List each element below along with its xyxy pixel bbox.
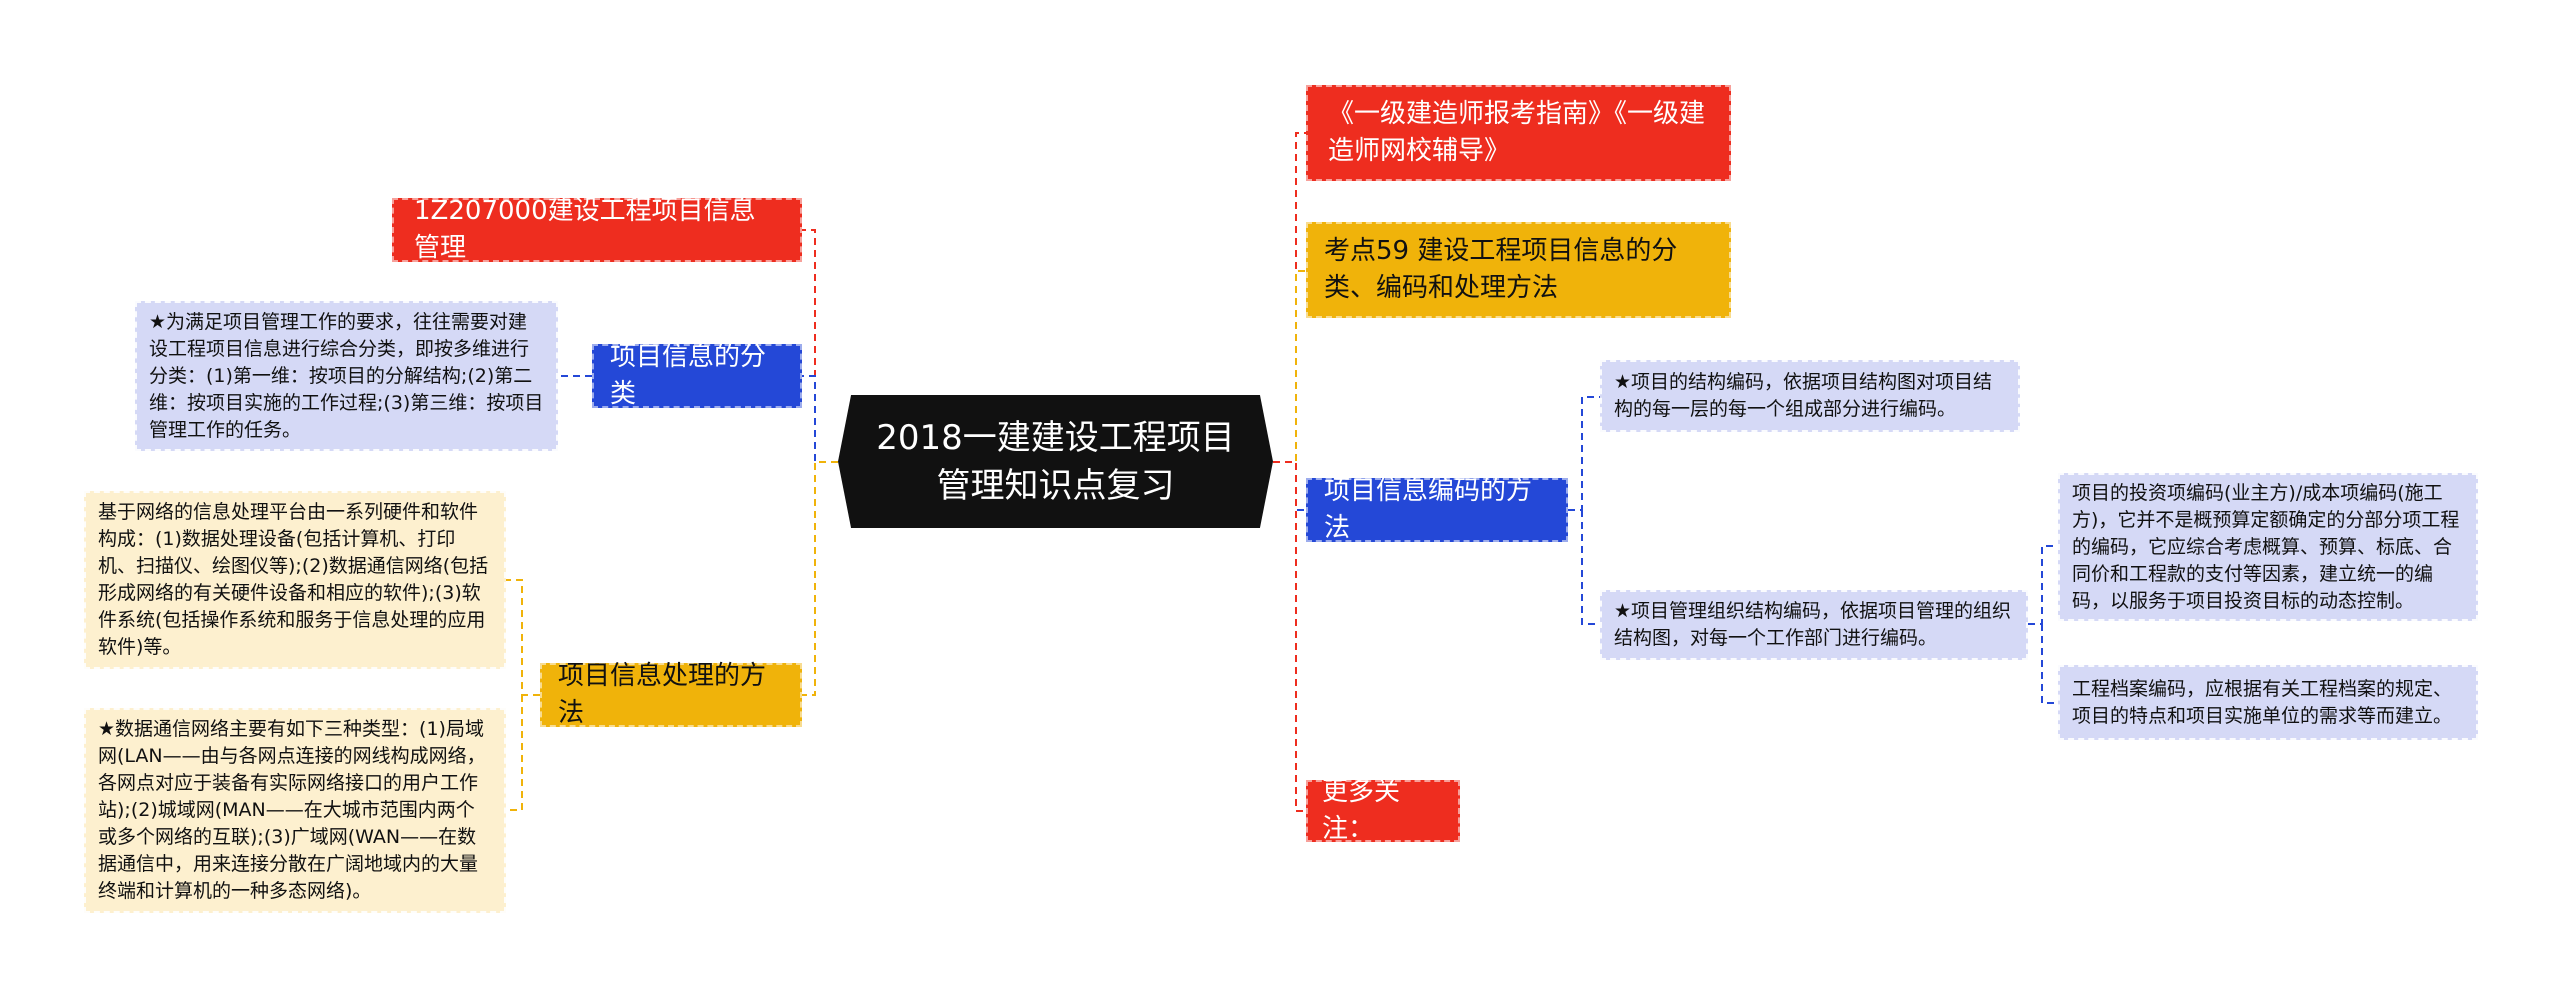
note-structure-coding[interactable]: ★项目的结构编码，依据项目结构图对项目结构的每一层的每一个组成部分进行编码。 (1600, 360, 2020, 432)
note-investment-coding-text: 项目的投资项编码(业主方)/成本项编码(施工方)，它并不是概预算定额确定的分部分… (2072, 481, 2460, 612)
connector-center-r4 (1273, 461, 1306, 812)
node-info-classification[interactable]: 项目信息的分类 (592, 342, 802, 409)
central-topic-label: 2018一建建设工程项目管理知识点复习 (876, 417, 1235, 506)
node-info-management-label: 1Z207000建设工程项目信息管理 (414, 196, 756, 263)
note-organization-coding-text: ★项目管理组织结构编码，依据项目管理的组织结构图，对每一个工作部门进行编码。 (1614, 600, 2012, 649)
note-organization-coding[interactable]: ★项目管理组织结构编码，依据项目管理的组织结构图，对每一个工作部门进行编码。 (1600, 590, 2028, 660)
node-info-coding-label: 项目信息编码的方法 (1324, 476, 1533, 543)
node-exam-guide[interactable]: 《一级建造师报考指南》《一级建造师网校辅导》 (1306, 85, 1731, 181)
connector-center-r2 (1273, 270, 1306, 463)
node-exam-point-59-label: 考点59 建设工程项目信息的分类、编码和处理方法 (1324, 236, 1678, 303)
node-info-processing-label: 项目信息处理的方法 (558, 661, 767, 728)
central-topic[interactable]: 2018一建建设工程项目管理知识点复习 (838, 395, 1273, 528)
node-info-processing[interactable]: 项目信息处理的方法 (540, 661, 802, 728)
node-exam-guide-label: 《一级建造师报考指南》《一级建造师网校辅导》 (1328, 99, 1706, 166)
connector-center-r1 (1273, 132, 1306, 463)
note-archive-coding[interactable]: 工程档案编码，应根据有关工程档案的规定、项目的特点和项目实施单位的需求等而建立。 (2058, 665, 2478, 740)
node-info-management[interactable]: 1Z207000建设工程项目信息管理 (392, 196, 802, 263)
connector-center-r3 (1273, 461, 1306, 511)
connector-center-b3 (788, 461, 838, 696)
node-more-attention[interactable]: 更多关注： (1306, 777, 1460, 844)
note-processing-platform-text: 基于网络的信息处理平台由一系列硬件和软件构成：(1)数据处理设备(包括计算机、打… (98, 501, 489, 658)
note-info-classification[interactable]: ★为满足项目管理工作的要求，往往需要对建设工程项目信息进行综合分类，即按多维进行… (135, 301, 558, 451)
note-network-types-text: ★数据通信网络主要有如下三种类型：(1)局域网(LAN——由与各网点连接的网线构… (98, 718, 486, 902)
node-info-classification-label: 项目信息的分类 (610, 342, 767, 409)
connector-r3-notes (1568, 396, 1600, 625)
note-investment-coding[interactable]: 项目的投资项编码(业主方)/成本项编码(施工方)，它并不是概预算定额确定的分部分… (2058, 473, 2478, 621)
note-structure-coding-text: ★项目的结构编码，依据项目结构图对项目结构的每一层的每一个组成部分进行编码。 (1614, 371, 1993, 420)
note-info-classification-text: ★为满足项目管理工作的要求，往往需要对建设工程项目信息进行综合分类，即按多维进行… (149, 310, 544, 441)
node-info-coding[interactable]: 项目信息编码的方法 (1306, 476, 1568, 543)
note-network-types[interactable]: ★数据通信网络主要有如下三种类型：(1)局域网(LAN——由与各网点连接的网线构… (84, 708, 506, 913)
node-exam-point-59[interactable]: 考点59 建设工程项目信息的分类、编码和处理方法 (1306, 222, 1731, 318)
connector-r3-subnotes (2028, 545, 2058, 704)
note-archive-coding-text: 工程档案编码，应根据有关工程档案的规定、项目的特点和项目实施单位的需求等而建立。 (2072, 677, 2453, 727)
connector-b3-notes (506, 579, 540, 811)
node-more-attention-label: 更多关注： (1322, 777, 1401, 844)
note-processing-platform[interactable]: 基于网络的信息处理平台由一系列硬件和软件构成：(1)数据处理设备(包括计算机、打… (84, 491, 506, 669)
